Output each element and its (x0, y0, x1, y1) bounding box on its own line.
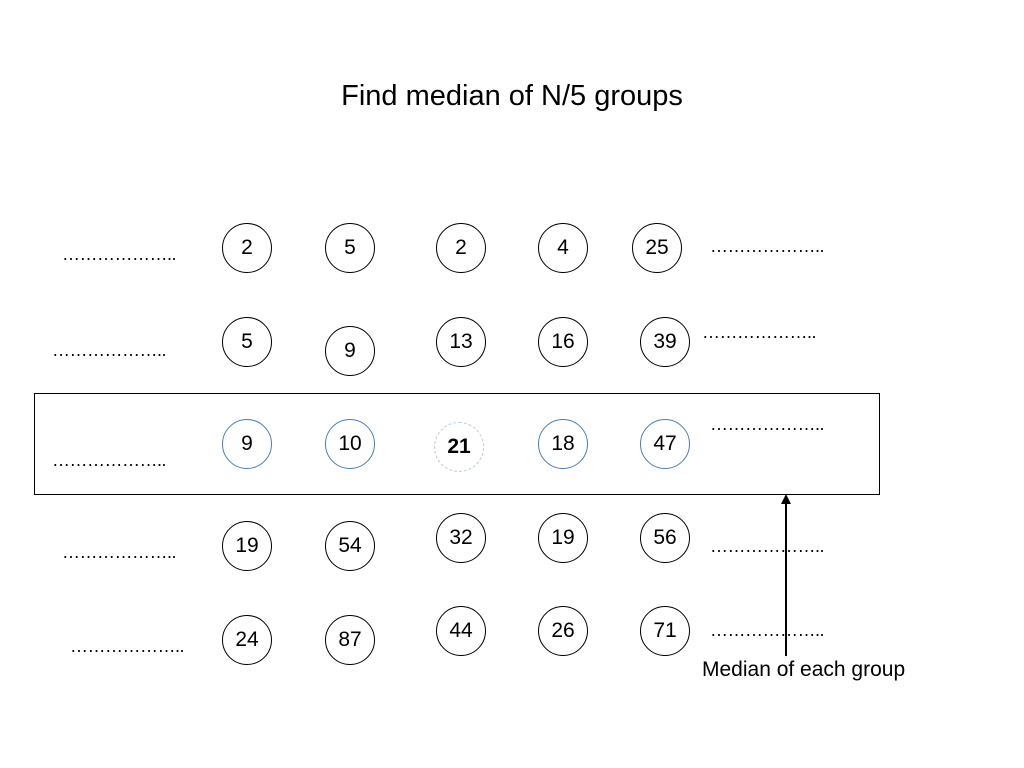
group-value-circle: 44 (436, 606, 486, 656)
group-value-circle: 39 (640, 317, 690, 367)
group-value-circle: 9 (325, 326, 375, 376)
row-left-ellipsis: ……………….. (52, 340, 167, 360)
group-value-circle: 2 (222, 223, 272, 273)
row-right-ellipsis: ……………….. (710, 536, 825, 556)
group-value-circle: 16 (538, 317, 588, 367)
median-arrow-line (785, 502, 787, 656)
group-value-circle: 19 (222, 521, 272, 571)
group-value-circle: 24 (222, 615, 272, 665)
median-of-medians-circle: 21 (434, 422, 484, 472)
median-value-circle: 47 (640, 419, 690, 469)
group-value-circle: 5 (222, 317, 272, 367)
group-value-circle: 5 (325, 223, 375, 273)
group-value-circle: 19 (538, 513, 588, 563)
median-value-circle: 10 (325, 419, 375, 469)
row-left-ellipsis: ……………….. (62, 244, 177, 264)
median-row-box (34, 393, 880, 495)
slide-title: Find median of N/5 groups (341, 80, 683, 112)
row-right-ellipsis: ……………….. (702, 322, 817, 342)
median-caption: Median of each group (702, 658, 906, 681)
row-right-ellipsis: ……………….. (710, 620, 825, 640)
group-value-circle: 4 (538, 223, 588, 273)
group-value-circle: 25 (632, 223, 682, 273)
row-left-ellipsis: ……………….. (62, 542, 177, 562)
row-left-ellipsis: ……………….. (52, 450, 167, 470)
median-value-circle: 9 (222, 419, 272, 469)
group-value-circle: 26 (538, 606, 588, 656)
group-value-circle: 13 (436, 317, 486, 367)
row-right-ellipsis: ……………….. (710, 236, 825, 256)
group-value-circle: 2 (436, 223, 486, 273)
median-value-circle: 18 (538, 419, 588, 469)
group-value-circle: 54 (325, 521, 375, 571)
group-value-circle: 71 (640, 606, 690, 656)
median-arrow-head-icon (781, 494, 791, 504)
group-value-circle: 87 (325, 615, 375, 665)
group-value-circle: 56 (640, 513, 690, 563)
group-value-circle: 32 (436, 513, 486, 563)
row-right-ellipsis: ……………….. (710, 414, 825, 434)
row-left-ellipsis: ……………….. (70, 636, 185, 656)
